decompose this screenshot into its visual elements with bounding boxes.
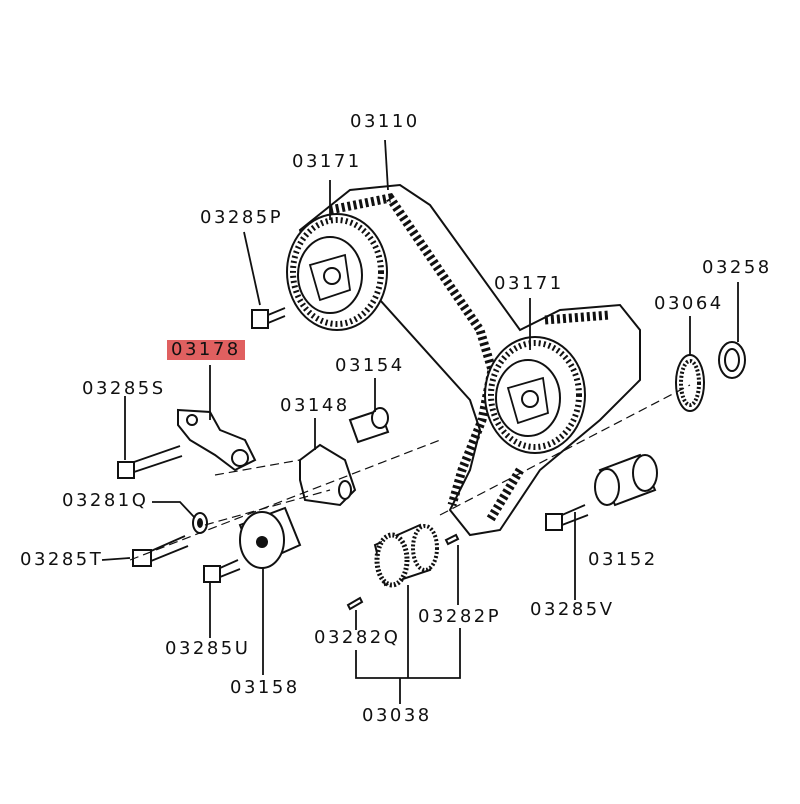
ring-icon [718, 341, 746, 379]
part-label-03154: 03154 [335, 355, 405, 376]
part-label-03148: 03148 [280, 395, 350, 416]
part-label-03281Q: 03281Q [62, 490, 149, 511]
part-label-03152: 03152 [588, 549, 658, 570]
part-label-03178-highlighted: 03178 [167, 340, 245, 360]
part-label-03064: 03064 [654, 293, 724, 314]
bolt-icon [117, 445, 183, 479]
tensioner-icon [177, 408, 257, 472]
idler-pulley-icon [594, 453, 658, 507]
part-label-03285V: 03285V [530, 599, 615, 620]
bolt-icon [203, 559, 241, 583]
part-label-03282P: 03282P [418, 606, 502, 627]
bolt-icon [251, 307, 286, 329]
pin-icon [346, 596, 364, 611]
part-label-03038: 03038 [362, 705, 432, 726]
part-label-03171-left: 03171 [292, 151, 362, 172]
pin-icon [444, 533, 460, 546]
part-label-03285U: 03285U [165, 638, 251, 659]
bolt-icon [132, 535, 189, 567]
part-label-03282Q: 03282Q [314, 627, 401, 648]
sprocket-icon [286, 213, 388, 331]
part-label-03285P: 03285P [200, 207, 284, 228]
sprocket-icon [484, 336, 586, 454]
part-label-03285T: 03285T [20, 549, 104, 570]
washer-icon [192, 512, 208, 534]
idler-pulley-icon [238, 506, 302, 569]
sprocket-icon [373, 523, 439, 588]
part-label-03285S: 03285S [82, 378, 166, 399]
part-label-03158: 03158 [230, 677, 300, 698]
collar-icon [348, 407, 390, 444]
bracket-icon [299, 443, 357, 507]
ring-icon [675, 354, 705, 412]
part-label-03110: 03110 [350, 111, 420, 132]
bolt-icon [545, 504, 589, 531]
part-label-03258: 03258 [702, 257, 772, 278]
part-label-03171-right: 03171 [494, 273, 564, 294]
